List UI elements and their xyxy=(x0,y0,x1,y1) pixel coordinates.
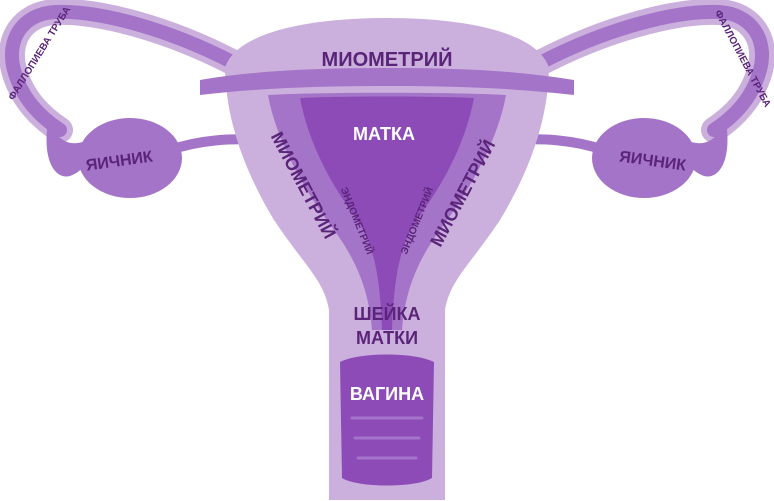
label-vagina: ВАГИНА xyxy=(350,384,424,404)
label-cervix-line2: МАТКИ xyxy=(356,328,418,348)
vagina xyxy=(340,355,434,486)
label-cervix-line1: ШЕЙКА xyxy=(353,303,420,324)
label-uterus: МАТКА xyxy=(353,124,415,144)
label-myometrium-top: МИОМЕТРИЙ xyxy=(322,47,453,71)
